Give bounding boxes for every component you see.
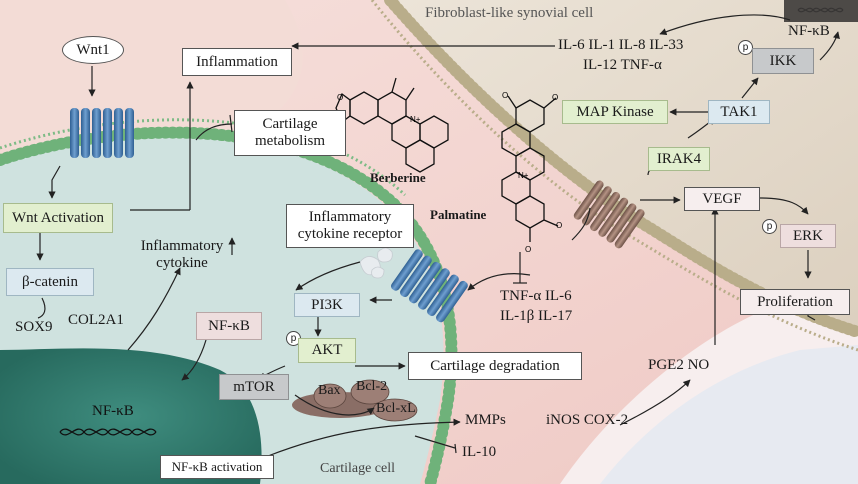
ikk-phospho-icon: p <box>738 40 753 55</box>
synovial-cell <box>395 0 858 330</box>
inos-cox2-label: iNOS COX-2 <box>546 412 629 428</box>
svg-text:N+: N+ <box>410 115 421 124</box>
svg-text:O: O <box>337 93 343 102</box>
palmatine-structure: O O O O N+ <box>501 91 562 254</box>
nfkb-synovial-label: NF-κB <box>788 23 830 39</box>
erk-node: ERK <box>780 224 836 248</box>
palmatine-label: Palmatine <box>430 207 487 222</box>
svg-text:O: O <box>556 221 562 230</box>
beta-catenin-node: β-catenin <box>6 268 94 296</box>
cytokines-top-line2: IL-12 TNF-α <box>583 57 662 73</box>
bax-label: Bax <box>318 383 341 398</box>
apoptosis-complex <box>292 379 418 422</box>
proliferation-node: Proliferation <box>740 289 850 315</box>
map-kinase-node: MAP Kinase <box>562 100 668 124</box>
cartilage-cell-label: Cartilage cell <box>320 461 396 476</box>
nfkb-cytoplasm-node: NF-κB <box>196 312 262 340</box>
svg-text:N+: N+ <box>518 171 529 180</box>
pathway-arrows <box>36 14 840 457</box>
inflammation-node: Inflammation <box>182 48 292 76</box>
berberine-label: Berberine <box>370 170 426 185</box>
bcl2-label: Bcl-2 <box>356 379 388 394</box>
mmps-label: MMPs <box>465 412 506 428</box>
pi3k-node: PI3K <box>294 293 360 317</box>
wnt-receptor <box>70 108 134 158</box>
cytokines-top-line1: IL-6 IL-1 IL-8 IL-33 <box>558 37 684 53</box>
svg-text:O: O <box>552 93 558 102</box>
tak1-node: TAK1 <box>708 100 770 124</box>
berberine-structure: O O N+ <box>335 77 449 173</box>
synovial-membrane-inner <box>370 0 858 352</box>
synovial-nucleus-band <box>784 0 858 22</box>
svg-text:O: O <box>525 245 531 254</box>
cartilage-metabolism-node: Cartilage metabolism <box>234 110 346 156</box>
cytokine-particles <box>359 247 393 279</box>
nfkb-activation-node: NF-κB activation <box>160 455 274 479</box>
pge2-no-label: PGE2 NO <box>648 357 710 373</box>
bclxl-label: Bcl-xL <box>376 401 416 416</box>
erk-phospho-icon: p <box>762 219 777 234</box>
mtor-node: mTOR <box>219 374 289 400</box>
col2a1-label: COL2A1 <box>68 312 124 328</box>
inflammatory-cytokine-label: Inflammatory cytokine <box>140 238 224 271</box>
ikk-node: IKK <box>752 48 814 74</box>
akt-node: AKT <box>298 338 356 363</box>
cytokines-center-line1: TNF-α IL-6 <box>500 288 572 304</box>
synovial-receptor <box>573 180 645 249</box>
nfkb-nucleus-label: NF-κB <box>92 403 134 419</box>
irak4-node: IRAK4 <box>648 147 710 171</box>
fibroblast-cell-label: Fibroblast-like synovial cell <box>425 5 594 21</box>
cytokine-receptor <box>391 249 468 323</box>
sox9-label: SOX9 <box>15 319 53 335</box>
nucleus <box>0 348 262 484</box>
wnt1-node: Wnt1 <box>62 36 124 64</box>
vegf-node: VEGF <box>684 187 760 211</box>
wnt-activation-node: Wnt Activation <box>3 203 113 233</box>
cartilage-degradation-node: Cartilage degradation <box>408 352 582 380</box>
lower-right-cell-shade <box>600 345 858 484</box>
dna-helix <box>59 428 157 436</box>
cytokines-center-line2: IL-1β IL-17 <box>500 308 573 324</box>
svg-text:O: O <box>502 91 508 100</box>
cytokine-receptor-node: Inflammatory cytokine receptor <box>286 204 414 248</box>
il10-label: IL-10 <box>462 444 497 460</box>
